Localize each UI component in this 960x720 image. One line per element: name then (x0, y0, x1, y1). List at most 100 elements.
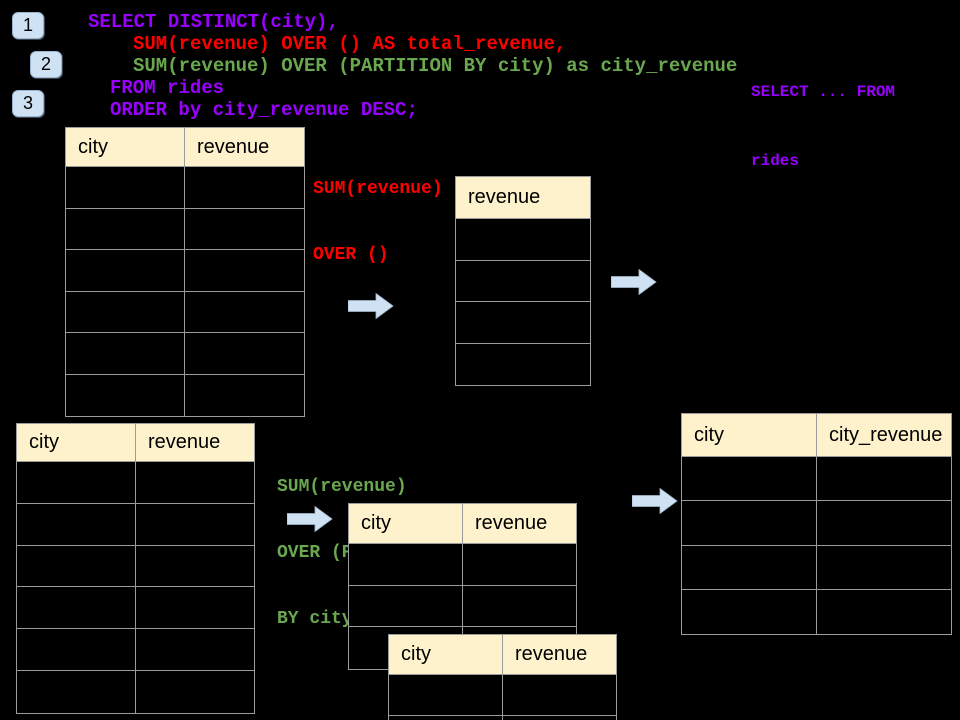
annotation-line: OVER () (313, 245, 389, 265)
annotation-line: SUM(revenue) (277, 477, 407, 497)
table-cell (682, 501, 817, 546)
table-row (66, 208, 304, 250)
table-cell (185, 209, 304, 250)
table-row (17, 629, 254, 671)
column-header: city (682, 414, 817, 457)
table-row (682, 457, 951, 502)
table-cell (66, 250, 185, 292)
table-cell (817, 546, 951, 590)
table-cell (817, 457, 951, 502)
table-cell (503, 716, 616, 720)
table-row (66, 250, 304, 292)
arrow-right-icon (348, 293, 394, 319)
table-cell (185, 375, 304, 417)
table-cell (66, 291, 185, 333)
table-row (682, 545, 951, 590)
table-cell (185, 250, 304, 292)
table-row (682, 501, 951, 546)
table-row (456, 344, 590, 386)
table-cell (66, 374, 185, 416)
table-row (456, 219, 590, 261)
column-header: revenue (185, 128, 304, 167)
step-badge-2: 2 (30, 51, 62, 78)
table-cell (136, 671, 254, 713)
table-row (389, 716, 616, 720)
side-note-select-from-rides: SELECT ... FROM rides (751, 35, 895, 219)
table-cell (66, 333, 185, 375)
table-cell (456, 261, 590, 302)
table-cell (456, 219, 590, 261)
table-cell (817, 501, 951, 546)
table-cell (503, 675, 616, 716)
table-row (349, 544, 576, 586)
table-cell (136, 504, 254, 546)
table-row (17, 462, 254, 504)
table-cell (456, 302, 590, 344)
side-note-line: SELECT ... FROM (751, 83, 896, 101)
column-header: revenue (136, 424, 254, 462)
table-row (682, 589, 951, 635)
column-header: city (66, 128, 185, 167)
table-row (456, 302, 590, 344)
table-cell (17, 503, 136, 546)
table-cell (456, 344, 590, 386)
arrow-right-icon (611, 269, 657, 295)
table-cell (136, 629, 254, 671)
table-cell (136, 462, 254, 504)
table-cell (17, 462, 136, 504)
table-cell (185, 167, 304, 209)
column-header: city (349, 504, 463, 544)
sql-code-line-total-revenue: SUM(revenue) OVER () AS total_revenue, (133, 33, 567, 55)
table-cell (349, 585, 463, 627)
table-row (17, 503, 254, 546)
table-total-revenue-result: revenue (455, 176, 591, 386)
table-cell (185, 333, 304, 375)
table-cell (17, 587, 136, 630)
table-header-row: revenue (456, 177, 590, 219)
table-row (66, 167, 304, 209)
table-cell (682, 545, 817, 590)
column-header: city (389, 635, 503, 675)
table-row (456, 261, 590, 302)
table-cell (17, 629, 136, 671)
table-cell (463, 586, 576, 627)
arrow-right-icon (632, 488, 678, 514)
table-cell (817, 590, 951, 634)
table-cell (185, 292, 304, 333)
column-header: revenue (503, 635, 616, 675)
side-note-line: rides (751, 152, 800, 170)
sql-code-line-city-revenue: SUM(revenue) OVER (PARTITION BY city) as… (133, 55, 738, 77)
column-header: city_revenue (817, 414, 951, 457)
column-header: city (17, 424, 136, 462)
annotation-line: SUM(revenue) (313, 179, 443, 199)
sql-code-line-select: SELECT DISTINCT(city), (88, 11, 339, 33)
table-cell (66, 167, 185, 209)
table-cell (463, 544, 576, 586)
sql-code-line-order-by: ORDER by city_revenue DESC; (110, 99, 418, 121)
step-badge-3: 3 (12, 90, 44, 117)
table-cell (136, 546, 254, 588)
table-row (17, 670, 254, 713)
table-cell (66, 208, 185, 250)
table-row (66, 374, 304, 417)
table-row (17, 587, 254, 630)
column-header: revenue (456, 177, 590, 219)
table-cell (682, 457, 817, 502)
table-cell (389, 716, 503, 720)
table-row (66, 291, 304, 333)
column-header: revenue (463, 504, 576, 544)
table-row (349, 585, 576, 627)
sql-code-line-from: FROM rides (110, 77, 225, 99)
step-badge-1: 1 (12, 12, 44, 39)
table-row (389, 675, 616, 716)
table-row (17, 545, 254, 588)
